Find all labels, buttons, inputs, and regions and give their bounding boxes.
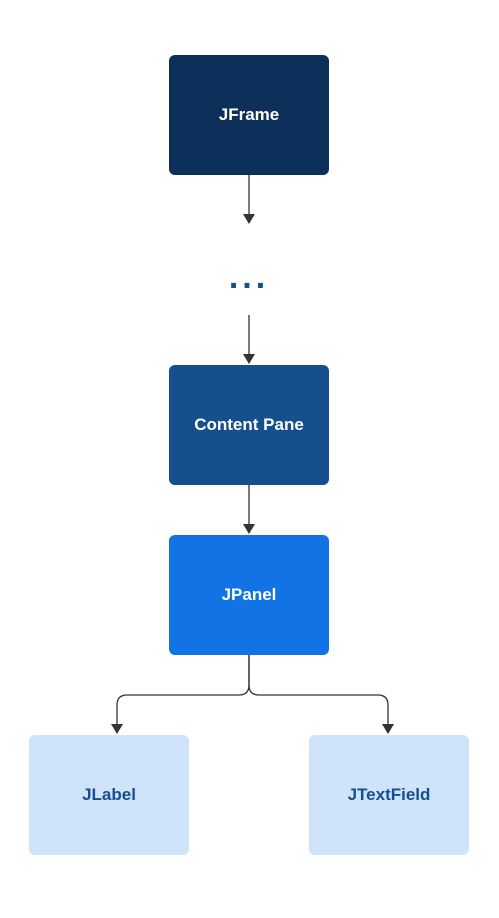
node-jpanel-label: JPanel [221, 585, 277, 604]
connector-jpanel-to-jlabel [111, 655, 250, 734]
node-jtextfield-label: JTextField [347, 785, 431, 804]
node-jtextfield: JTextField [309, 735, 469, 855]
node-jframe-label: JFrame [218, 105, 280, 124]
node-jframe: JFrame [169, 55, 329, 175]
node-jlabel-label: JLabel [82, 785, 136, 804]
node-content-pane-label: Content Pane [194, 415, 304, 434]
connector-jpanel-to-jtextfield [248, 655, 394, 734]
node-jpanel: JPanel [169, 535, 329, 655]
node-content-pane: Content Pane [169, 365, 329, 485]
node-jlabel: JLabel [29, 735, 189, 855]
ellipsis-intermediate: ... [228, 257, 270, 296]
